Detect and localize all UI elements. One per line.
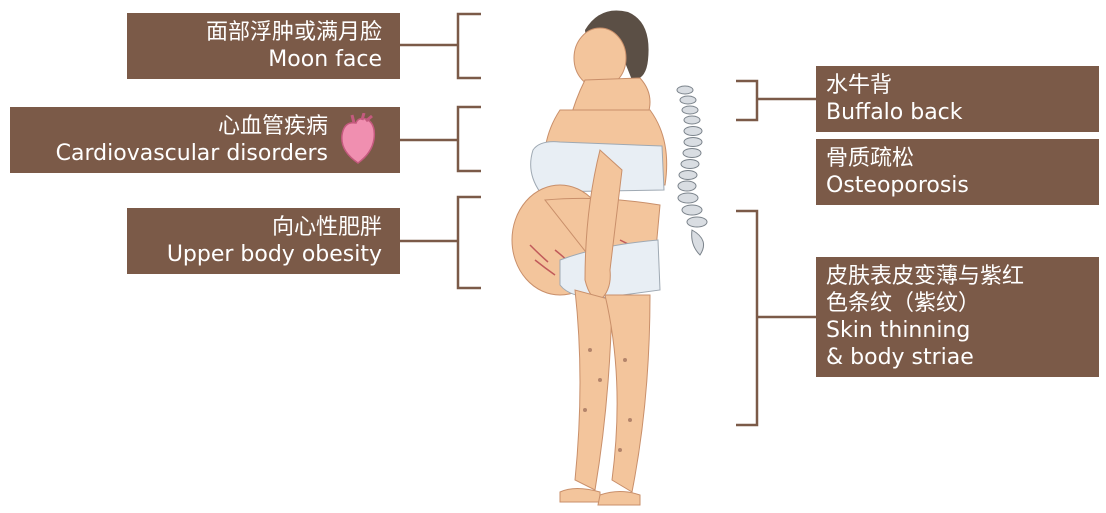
- label-osteoporosis-en: Osteoporosis: [826, 172, 1089, 199]
- label-osteoporosis: 骨质疏松 Osteoporosis: [816, 139, 1099, 205]
- label-cardiovascular-zh: 心血管疾病: [20, 113, 328, 140]
- label-cardiovascular: 心血管疾病 Cardiovascular disorders: [10, 107, 400, 173]
- label-cardiovascular-en: Cardiovascular disorders: [20, 140, 328, 167]
- label-skin-en: Skin thinning: [826, 317, 1089, 344]
- label-moon-face: 面部浮肿或满月脸 Moon face: [127, 13, 400, 79]
- heart-icon: [336, 113, 380, 167]
- label-moon-face-zh: 面部浮肿或满月脸: [137, 19, 382, 46]
- label-skin-en2: & body striae: [826, 344, 1089, 371]
- label-skin-zh: 皮肤表皮变薄与紫红: [826, 263, 1089, 290]
- label-osteoporosis-zh: 骨质疏松: [826, 145, 1089, 172]
- label-skin-thinning: 皮肤表皮变薄与紫红 色条纹（紫纹） Skin thinning & body s…: [816, 257, 1099, 377]
- label-moon-face-en: Moon face: [137, 46, 382, 73]
- label-obesity-zh: 向心性肥胖: [137, 214, 382, 241]
- label-buffalo-back-en: Buffalo back: [826, 99, 1089, 126]
- label-buffalo-back: 水牛背 Buffalo back: [816, 66, 1099, 132]
- label-obesity-en: Upper body obesity: [137, 241, 382, 268]
- label-buffalo-back-zh: 水牛背: [826, 72, 1089, 99]
- label-upper-body-obesity: 向心性肥胖 Upper body obesity: [127, 208, 400, 274]
- label-skin-zh2: 色条纹（紫纹）: [826, 290, 1089, 317]
